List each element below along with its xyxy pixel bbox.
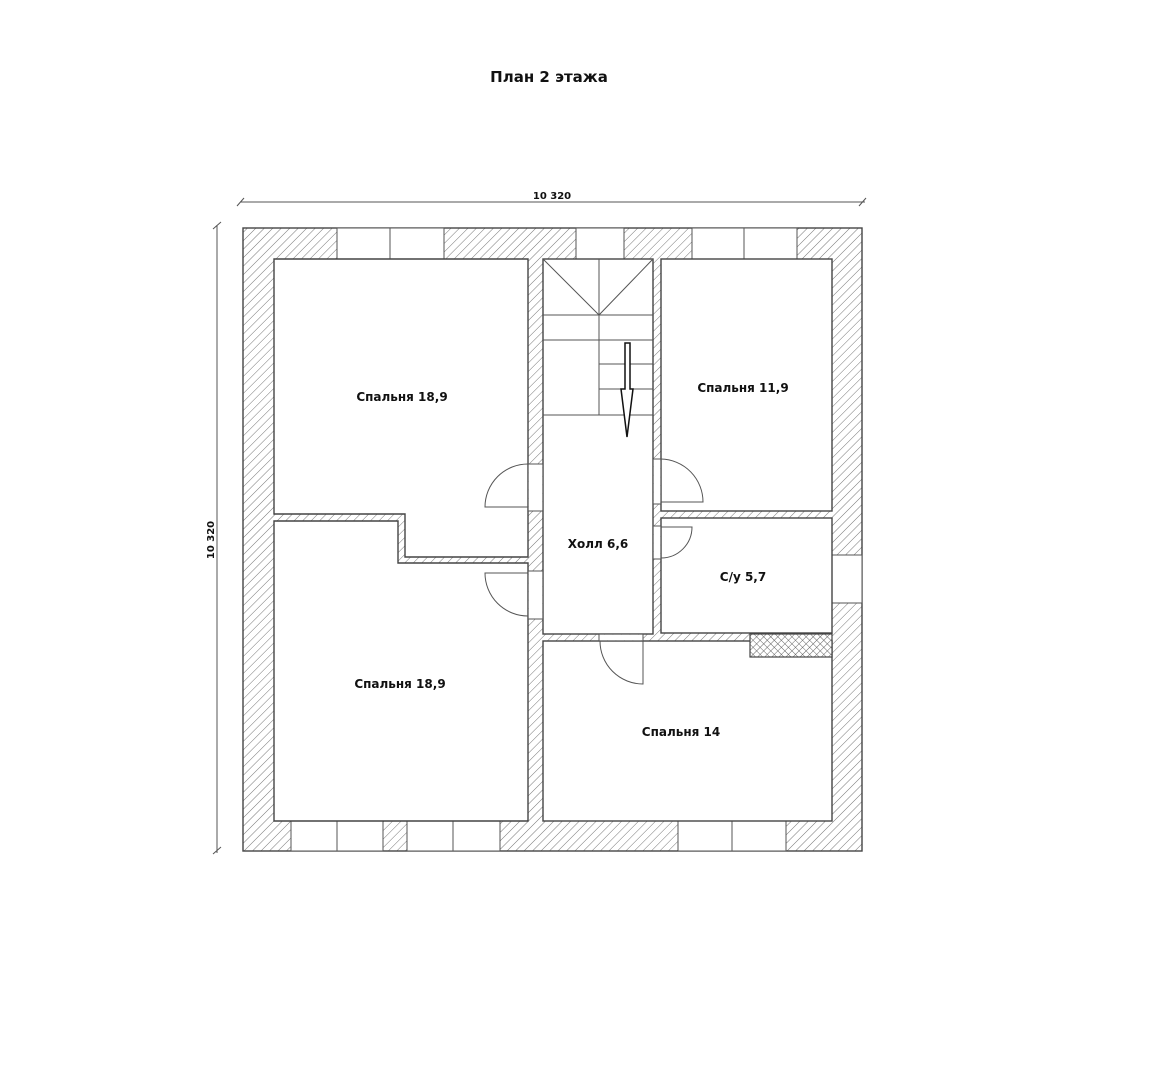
room-label: Спальня 18,9	[354, 677, 445, 691]
doors[interactable]	[484, 458, 704, 685]
room-label: Спальня 11,9	[697, 381, 788, 395]
door-bedroom-bottom-left[interactable]	[484, 572, 529, 617]
width-label: 10 320	[533, 191, 571, 202]
room-label: Спальня 14	[642, 725, 720, 739]
room-label: Спальня 18,9	[356, 390, 447, 404]
plan-title: План 2 этажа	[490, 68, 608, 86]
windows	[290, 227, 863, 852]
room-bathroom	[660, 517, 833, 634]
room-stair-hall	[542, 258, 654, 635]
stair-direction-arrow-icon	[620, 342, 634, 438]
staircase	[542, 258, 654, 416]
room-bedroom-top-left	[273, 258, 529, 558]
door-bedroom-top-right[interactable]	[660, 458, 704, 503]
door-bedroom-top-left[interactable]	[484, 463, 529, 508]
room-label: Холл 6,6	[568, 537, 629, 551]
door-bathroom[interactable]	[660, 526, 693, 559]
door-bedroom-bottom-right[interactable]	[599, 640, 644, 685]
height-label: 10 320	[206, 521, 217, 559]
dimension-width: 10 320	[236, 191, 867, 207]
dimension-height: 10 320	[206, 221, 222, 855]
room-label: С/у 5,7	[720, 570, 766, 584]
chimney	[749, 633, 833, 658]
room-bedroom-top-right	[660, 258, 833, 512]
room-bedroom-bottom-right	[542, 640, 833, 822]
room-bedroom-bottom-left	[273, 520, 529, 822]
